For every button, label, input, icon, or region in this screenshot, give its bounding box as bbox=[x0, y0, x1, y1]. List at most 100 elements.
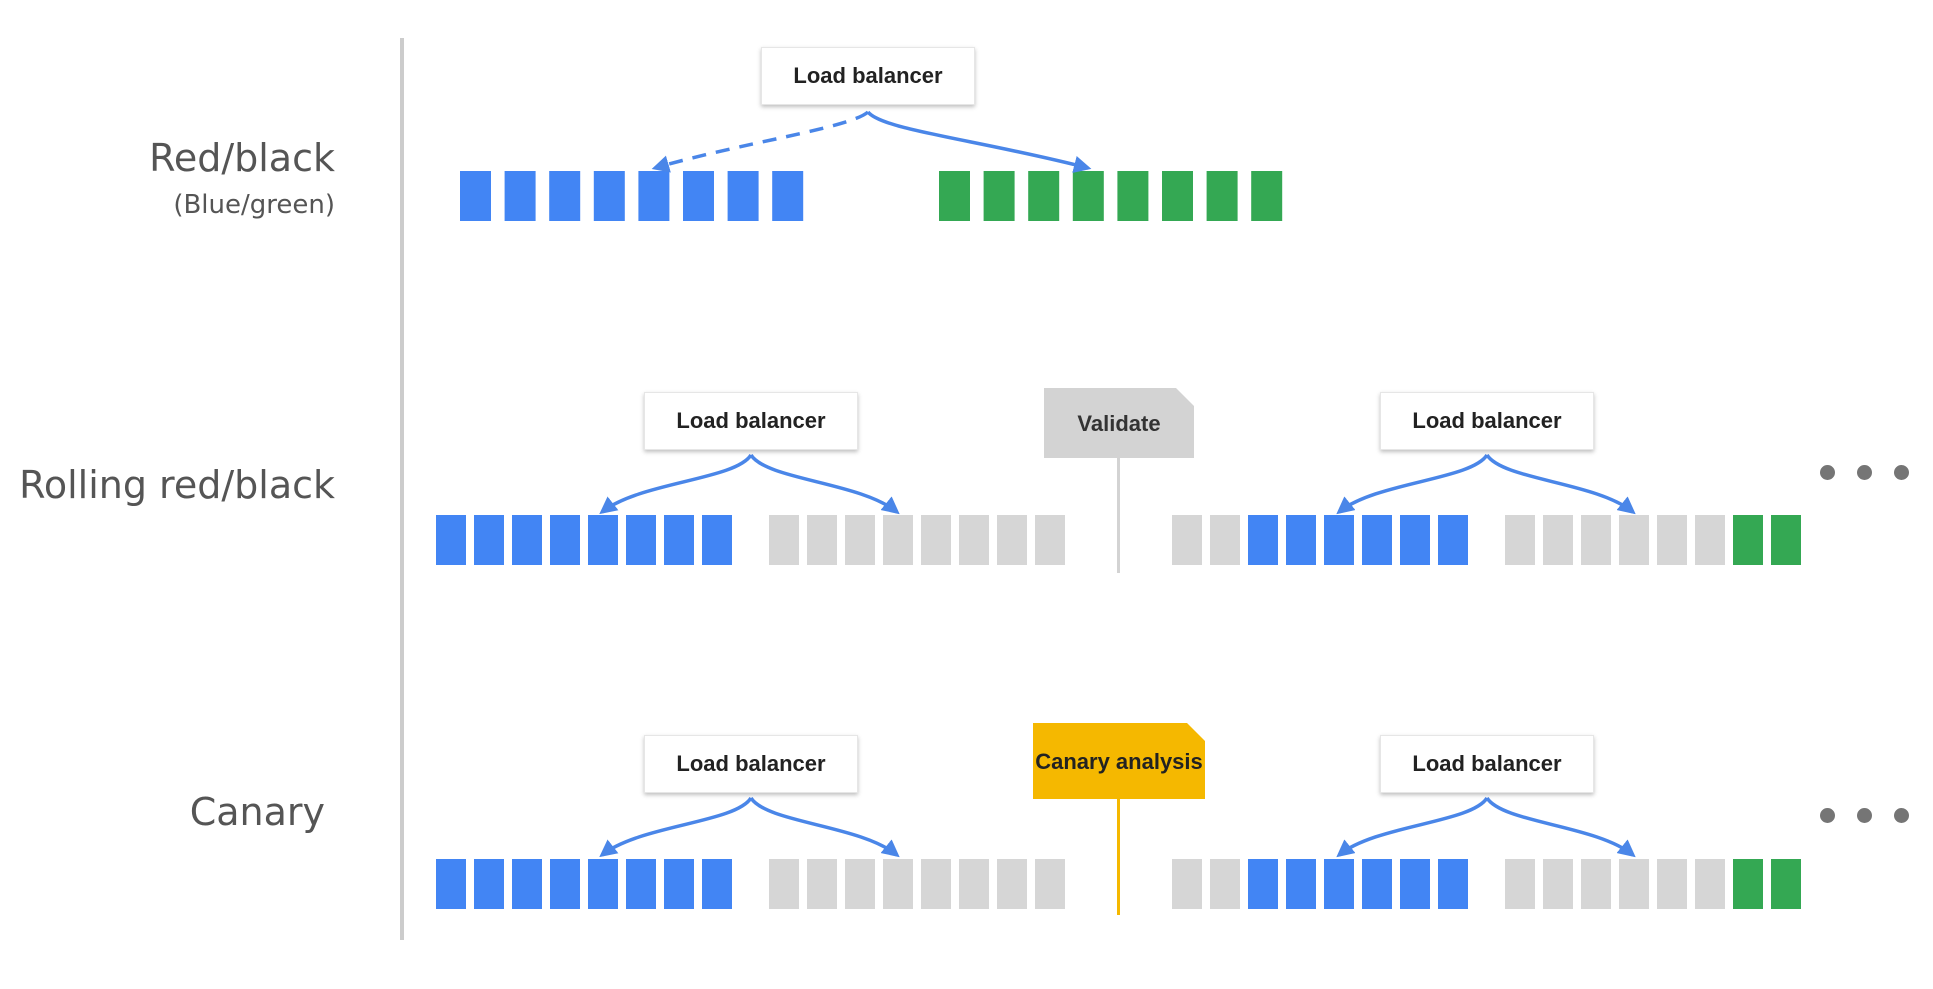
load-balancer-row2-left: Load balancer bbox=[644, 392, 858, 450]
instance-gray bbox=[921, 859, 951, 909]
connector-row2-right-b bbox=[1485, 453, 1636, 515]
instance-gray bbox=[1695, 859, 1725, 909]
instance-gray bbox=[997, 515, 1027, 565]
instance-gray bbox=[1695, 515, 1725, 565]
instance-green bbox=[1251, 171, 1283, 221]
instance-gray bbox=[845, 515, 875, 565]
ellipsis-dot bbox=[1857, 465, 1872, 480]
instance-gray bbox=[1210, 515, 1240, 565]
instance-green bbox=[1162, 171, 1193, 221]
instance-gray bbox=[883, 515, 913, 565]
instance-gray bbox=[845, 859, 875, 909]
instance-blue bbox=[664, 515, 694, 565]
instance-gray bbox=[1581, 515, 1611, 565]
instance-blue bbox=[702, 859, 732, 909]
instance-blue bbox=[1438, 515, 1468, 565]
instance-gray bbox=[1619, 515, 1649, 565]
instance-blue bbox=[474, 515, 504, 565]
row-sublabel-blue-green: (Blue/green) bbox=[173, 190, 335, 220]
connector-row3-right-a bbox=[1336, 796, 1489, 858]
instance-gray bbox=[1172, 859, 1202, 909]
connector-row3-left-b bbox=[749, 796, 900, 858]
instance-gray bbox=[959, 859, 989, 909]
instance-gray bbox=[1543, 859, 1573, 909]
instance-blue bbox=[588, 515, 618, 565]
validate-tag: Validate bbox=[1044, 388, 1194, 458]
row-label-red-black: Red/black bbox=[149, 136, 335, 180]
instance-blue bbox=[664, 859, 694, 909]
instance-green bbox=[1733, 859, 1763, 909]
instance-blue bbox=[436, 515, 466, 565]
instance-blue bbox=[1400, 859, 1430, 909]
load-balancer-row3-left: Load balancer bbox=[644, 735, 858, 793]
instance-blue bbox=[504, 171, 536, 221]
instance-blue bbox=[1438, 859, 1468, 909]
row-label-canary: Canary bbox=[189, 790, 325, 834]
instance-blue bbox=[460, 171, 491, 221]
instance-gray bbox=[1619, 859, 1649, 909]
instance-gray bbox=[1581, 859, 1611, 909]
instance-green bbox=[1771, 859, 1801, 909]
instance-blue bbox=[772, 171, 804, 221]
load-balancer-row1: Load balancer bbox=[761, 47, 975, 105]
connector-new bbox=[866, 110, 1092, 173]
instance-blue bbox=[626, 859, 656, 909]
instance-gray bbox=[1505, 859, 1535, 909]
instance-blue bbox=[436, 859, 466, 909]
instance-gray bbox=[1657, 515, 1687, 565]
ellipsis-dot bbox=[1894, 465, 1909, 480]
instance-blue bbox=[638, 171, 670, 221]
instance-green bbox=[1072, 171, 1104, 221]
connector-row2-left-b bbox=[749, 453, 900, 515]
connector-row3-left-a bbox=[599, 796, 753, 858]
connector-arrows bbox=[599, 110, 1636, 858]
instance-green bbox=[1206, 171, 1238, 221]
instance-blue bbox=[683, 171, 714, 221]
instance-gray bbox=[807, 859, 837, 909]
instance-blue bbox=[1324, 515, 1354, 565]
instance-gray bbox=[959, 515, 989, 565]
instance-gray bbox=[769, 515, 799, 565]
instance-gray bbox=[1657, 859, 1687, 909]
load-balancer-row2-right: Load balancer bbox=[1380, 392, 1594, 450]
instance-gray bbox=[1035, 515, 1065, 565]
instance-blue bbox=[550, 859, 580, 909]
instance-blue bbox=[1362, 859, 1392, 909]
instance-blue bbox=[512, 859, 542, 909]
instance-groups bbox=[436, 171, 1801, 909]
instance-green bbox=[983, 171, 1015, 221]
instance-blue bbox=[1248, 859, 1278, 909]
instance-gray bbox=[1210, 859, 1240, 909]
instance-gray bbox=[1172, 515, 1202, 565]
canary-analysis-tag: Canary analysis bbox=[1033, 723, 1205, 799]
connector-row3-right-b bbox=[1485, 796, 1636, 858]
instance-gray bbox=[1543, 515, 1573, 565]
instance-blue bbox=[727, 171, 759, 221]
connector-dashed-old bbox=[651, 110, 870, 173]
instance-blue bbox=[1286, 515, 1316, 565]
instance-blue bbox=[549, 171, 581, 221]
instance-gray bbox=[997, 859, 1027, 909]
ellipsis-dot bbox=[1820, 808, 1835, 823]
instance-gray bbox=[807, 515, 837, 565]
instance-blue bbox=[550, 515, 580, 565]
instance-gray bbox=[769, 859, 799, 909]
instance-blue bbox=[512, 515, 542, 565]
ellipsis-dot bbox=[1894, 808, 1909, 823]
instance-gray bbox=[1505, 515, 1535, 565]
instance-gray bbox=[921, 515, 951, 565]
validate-pole bbox=[1117, 455, 1120, 573]
ellipsis-dot bbox=[1857, 808, 1872, 823]
instance-gray bbox=[883, 859, 913, 909]
instance-blue bbox=[1286, 859, 1316, 909]
instance-green bbox=[939, 171, 970, 221]
connector-row2-right-a bbox=[1336, 453, 1489, 515]
instance-green bbox=[1028, 171, 1060, 221]
instance-gray bbox=[1035, 859, 1065, 909]
instance-blue bbox=[588, 859, 618, 909]
instance-blue bbox=[1248, 515, 1278, 565]
instance-blue bbox=[1362, 515, 1392, 565]
instance-blue bbox=[1324, 859, 1354, 909]
instance-blue bbox=[702, 515, 732, 565]
